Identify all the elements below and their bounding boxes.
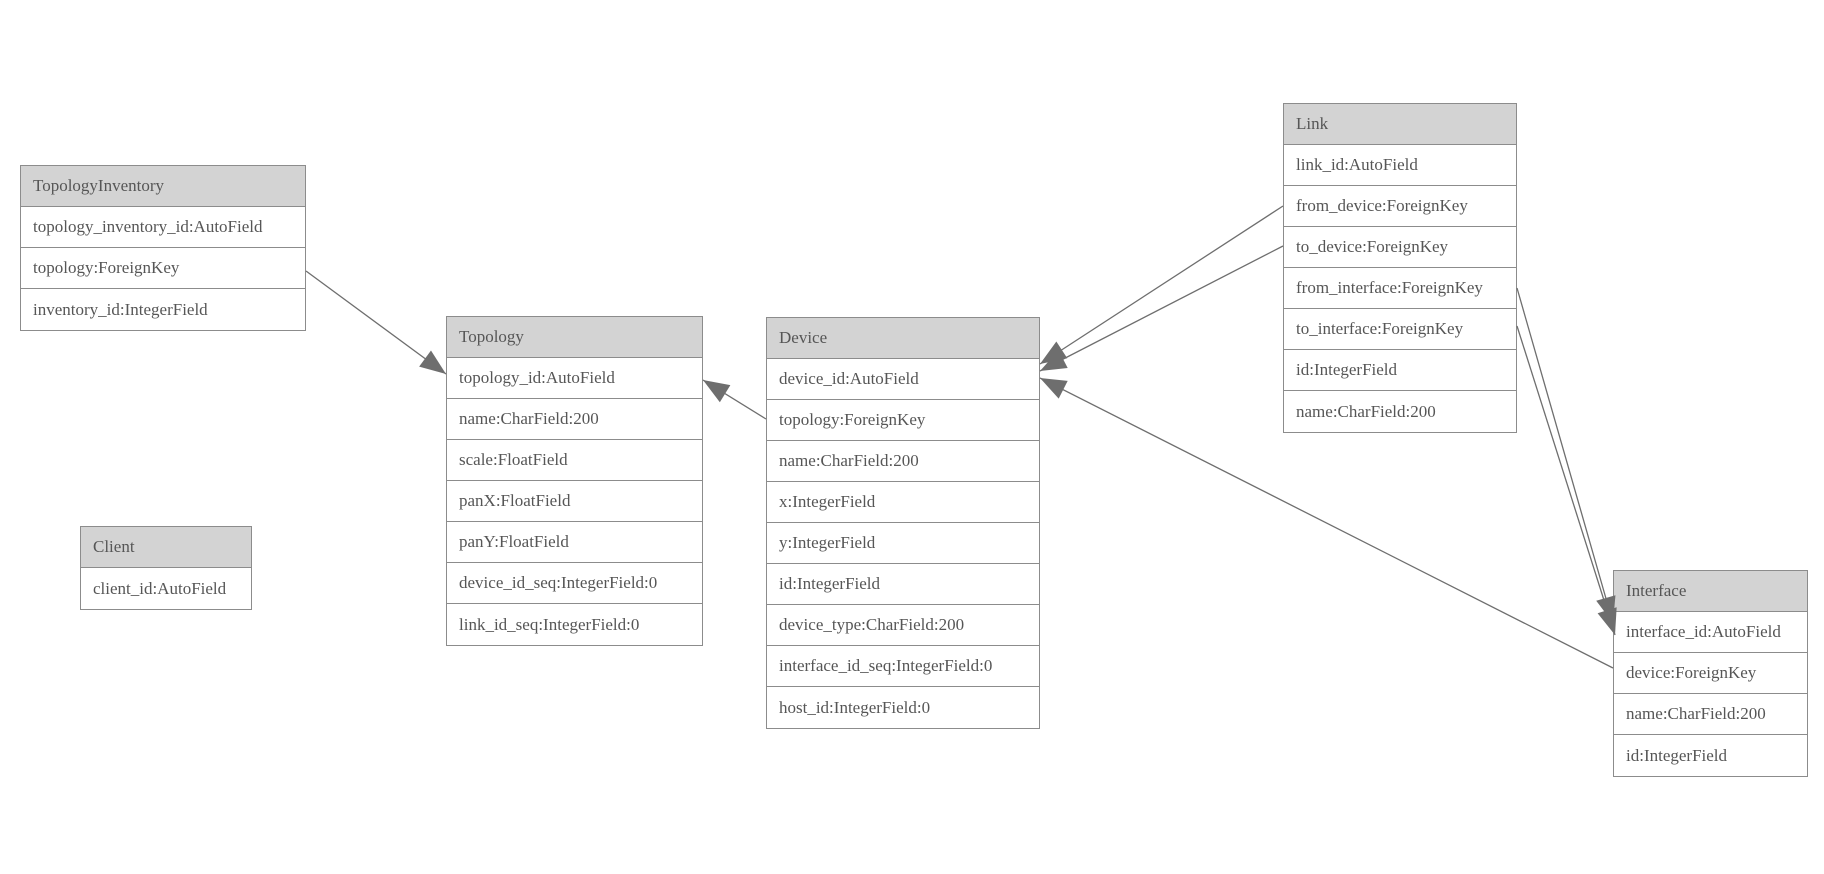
entity-field-row: x:IntegerField (767, 482, 1039, 523)
entity-field-row: to_interface:ForeignKey (1284, 309, 1516, 350)
entity-field-row: interface_id:AutoField (1614, 612, 1807, 653)
entity-field-row: device_type:CharField:200 (767, 605, 1039, 646)
relation-line-link-to-device-fk (1039, 245, 1284, 372)
entity-field-row: panY:FloatField (447, 522, 702, 563)
relation-arrowhead-interface-device-fk (1040, 378, 1068, 399)
relation-line-topologyinventory-topology-fk (305, 270, 447, 375)
entity-field-row: device:ForeignKey (1614, 653, 1807, 694)
entity-field-row: topology_id:AutoField (447, 358, 702, 399)
relation-arrowhead-device-topology-fk (703, 380, 731, 403)
entity-field-row: device_id:AutoField (767, 359, 1039, 400)
entity-field-row: topology_inventory_id:AutoField (21, 207, 305, 248)
entity-field-row: name:CharField:200 (1284, 391, 1516, 432)
entity-title-device: Device (767, 318, 1039, 359)
relation-arrowhead-link-from-device-fk (1040, 341, 1068, 364)
entity-field-row: name:CharField:200 (1614, 694, 1807, 735)
entity-field-row: device_id_seq:IntegerField:0 (447, 563, 702, 604)
entity-title-topology: Topology (447, 317, 702, 358)
entity-field-row: id:IntegerField (767, 564, 1039, 605)
relation-line-device-topology-fk (702, 379, 767, 420)
entity-field-row: topology:ForeignKey (21, 248, 305, 289)
relation-arrowhead-topologyinventory-topology-fk (419, 350, 446, 374)
entity-field-row: id:IntegerField (1614, 735, 1807, 776)
entity-title-client: Client (81, 527, 251, 568)
entity-field-row: id:IntegerField (1284, 350, 1516, 391)
entity-field-row: name:CharField:200 (767, 441, 1039, 482)
entity-field-row: from_interface:ForeignKey (1284, 268, 1516, 309)
entity-field-row: inventory_id:IntegerField (21, 289, 305, 330)
relation-arrowhead-link-to-device-fk (1040, 350, 1068, 371)
entity-field-row: to_device:ForeignKey (1284, 227, 1516, 268)
entity-field-row: y:IntegerField (767, 523, 1039, 564)
entity-title-link: Link (1284, 104, 1516, 145)
relation-line-link-to-interface-fk (1516, 325, 1616, 636)
entity-field-row: host_id:IntegerField:0 (767, 687, 1039, 728)
entity-field-row: link_id_seq:IntegerField:0 (447, 604, 702, 645)
entity-field-row: panX:FloatField (447, 481, 702, 522)
entity-field-row: name:CharField:200 (447, 399, 702, 440)
relation-line-link-from-interface-fk (1516, 287, 1614, 624)
entity-field-row: interface_id_seq:IntegerField:0 (767, 646, 1039, 687)
entity-title-topology-inventory: TopologyInventory (21, 166, 305, 207)
entity-title-interface: Interface (1614, 571, 1807, 612)
entity-field-row: link_id:AutoField (1284, 145, 1516, 186)
relation-line-link-from-device-fk (1039, 205, 1284, 365)
entity-field-row: topology:ForeignKey (767, 400, 1039, 441)
entity-field-row: from_device:ForeignKey (1284, 186, 1516, 227)
entity-field-row: scale:FloatField (447, 440, 702, 481)
entity-field-row: client_id:AutoField (81, 568, 251, 609)
